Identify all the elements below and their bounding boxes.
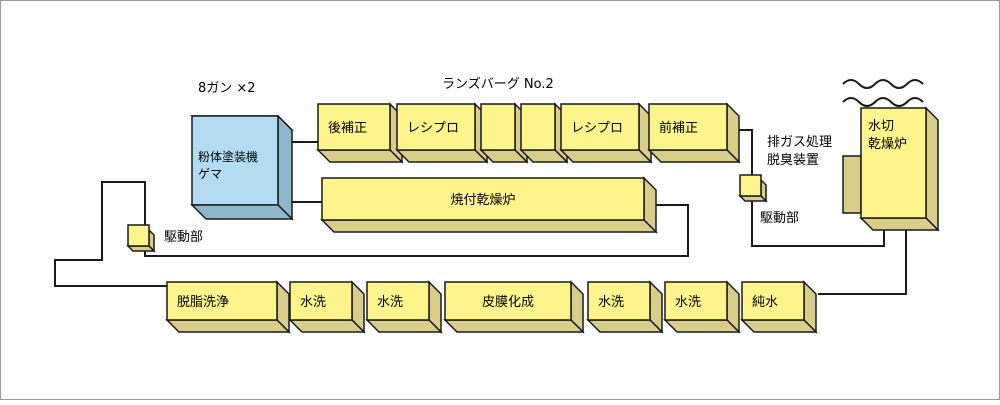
heat-wave-icon	[842, 97, 924, 107]
exhaust-label-line2: 脱臭装置	[767, 153, 819, 168]
gun-label: 8ガン ×2	[198, 81, 256, 96]
lower-process-box-label: 水洗	[675, 295, 701, 310]
upper-process-box-label: レシプロ	[571, 121, 623, 136]
drive-unit-right	[738, 174, 768, 203]
lower-process-box: 脱脂洗浄	[165, 280, 291, 334]
heat-wave-icon	[842, 79, 924, 89]
lower-process-box: 純水	[740, 280, 818, 334]
upper-process-box	[519, 102, 569, 164]
dryer-label-line2: 乾燥炉	[868, 137, 907, 152]
lower-process-box: 水洗	[288, 280, 366, 334]
upper-process-box-label: 前補正	[659, 120, 698, 136]
upper-process-box	[479, 102, 529, 164]
upper-process-box: 後補正	[316, 102, 404, 164]
lower-process-box-label: 脱脂洗浄	[177, 295, 229, 310]
exhaust-label-line1: 排ガス処理	[767, 135, 832, 150]
water-drain-dryer: 水切 乾燥炉	[842, 79, 940, 232]
booth-label-line2: ゲマ	[198, 167, 222, 181]
lower-process-box: 水洗	[365, 280, 443, 334]
upper-process-box-label: レシプロ	[407, 121, 459, 136]
lower-process-box: 水洗	[586, 280, 664, 334]
lower-process-box-label: 水洗	[377, 295, 403, 310]
upper-process-box: 前補正	[647, 102, 741, 164]
oven-label: 焼付乾燥炉	[450, 193, 515, 208]
lower-process-box-label: 純水	[752, 295, 778, 310]
upper-process-box-label: 後補正	[328, 121, 367, 136]
upper-process-box: レシプロ	[559, 102, 653, 164]
lower-process-box: 水洗	[663, 280, 741, 334]
drive-unit-left	[126, 224, 156, 253]
lower-process-box: 皮膜化成	[443, 280, 585, 334]
lower-process-row: 脱脂洗浄 水洗 水洗 皮膜化成 水洗 水洗 純水	[165, 280, 818, 334]
drive-label-right: 駆動部	[760, 211, 799, 226]
connector-lines	[54, 129, 907, 295]
lower-process-box-label: 水洗	[598, 295, 624, 310]
ransburg-label: ランズバーグ No.2	[442, 76, 554, 92]
drive-label-left: 駆動部	[164, 230, 203, 245]
baking-oven: 焼付乾燥炉	[320, 176, 658, 234]
upper-process-row: 後補正 レシプロ レシプロ 前補正	[316, 102, 741, 164]
dryer-label-line1: 水切	[868, 119, 894, 134]
lower-process-box-label: 皮膜化成	[482, 295, 534, 310]
booth-label-line1: 粉体塗装機	[198, 149, 258, 164]
upper-process-box: レシプロ	[395, 102, 489, 164]
lower-process-box-label: 水洗	[300, 295, 326, 310]
powder-coating-booth: 粉体塗装機 ゲマ	[190, 114, 294, 221]
